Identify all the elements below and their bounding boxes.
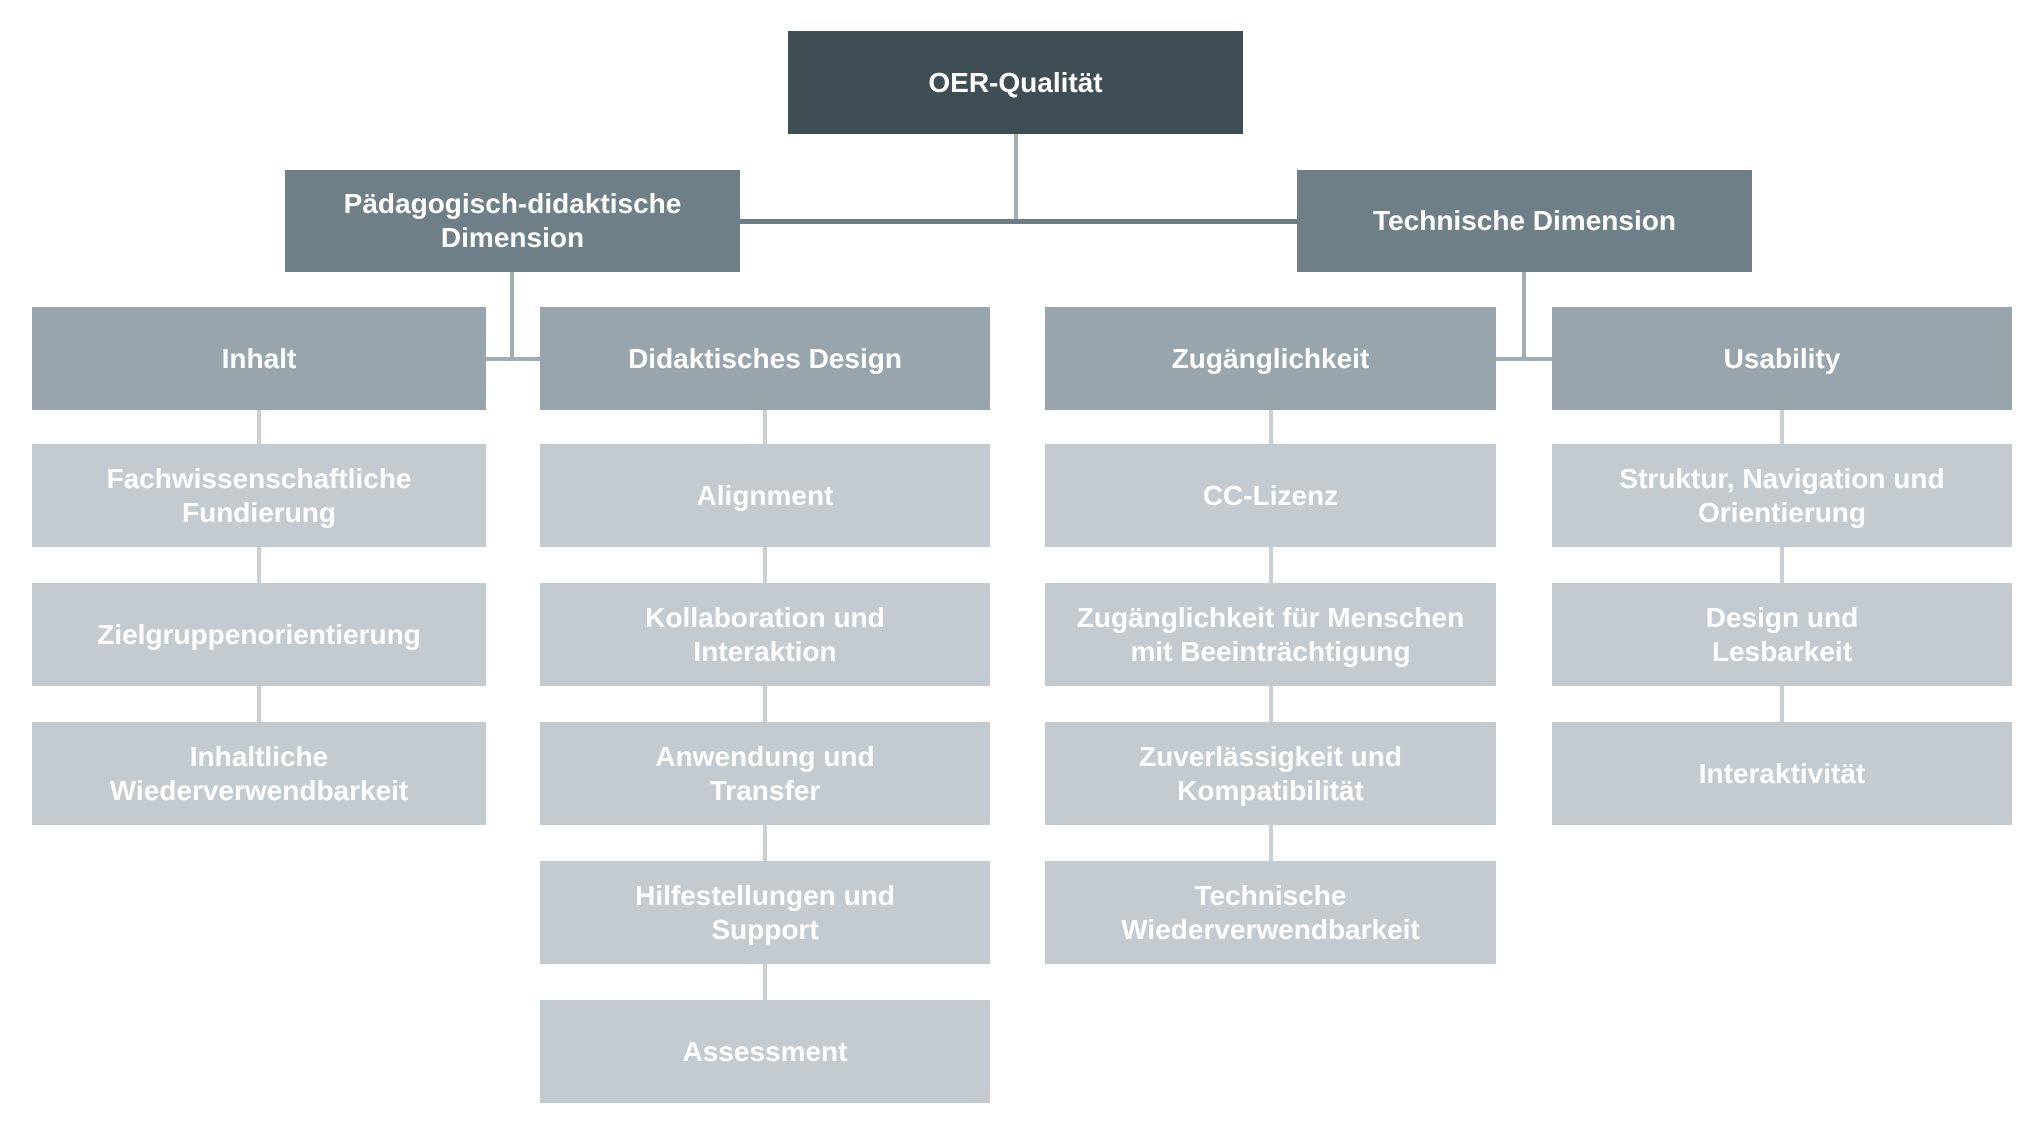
node-technische-dimension: Technische Dimension <box>1297 170 1752 272</box>
node-hilfestellungen-und-support: Hilfestellungen und Support <box>540 861 990 964</box>
node-design-und-lesbarkeit: Design und Lesbarkeit <box>1552 583 2012 686</box>
connector-root-vertical <box>1014 134 1018 223</box>
connector-technische-vertical <box>1522 272 1526 361</box>
node-cc-lizenz: CC-Lizenz <box>1045 444 1496 547</box>
connector-column-inhalt <box>257 410 261 722</box>
node-zuverlaessigkeit-und-kompatibilitaet: Zuverlässigkeit und Kompatibilität <box>1045 722 1496 825</box>
node-interaktivitaet: Interaktivität <box>1552 722 2012 825</box>
connector-technische-horizontal <box>1496 357 1552 361</box>
node-oer-qualitaet: OER-Qualität <box>788 31 1243 134</box>
connector-root-horizontal <box>740 219 1297 224</box>
node-zugaenglichkeit-fuer-menschen: Zugänglichkeit für Menschen mit Beeinträ… <box>1045 583 1496 686</box>
node-fachwissenschaftliche-fundierung: Fachwissenschaftliche Fundierung <box>32 444 486 547</box>
connector-column-usability <box>1780 410 1784 722</box>
node-zielgruppenorientierung: Zielgruppenorientierung <box>32 583 486 686</box>
node-inhalt: Inhalt <box>32 307 486 410</box>
node-usability: Usability <box>1552 307 2012 410</box>
node-alignment: Alignment <box>540 444 990 547</box>
node-kollaboration-und-interaktion: Kollaboration und Interaktion <box>540 583 990 686</box>
node-technische-wiederverwendbarkeit: Technische Wiederverwendbarkeit <box>1045 861 1496 964</box>
node-paedagogisch-didaktische-dimension: Pädagogisch-didaktische Dimension <box>285 170 740 272</box>
node-zugaenglichkeit: Zugänglichkeit <box>1045 307 1496 410</box>
connector-paedagogisch-horizontal <box>483 357 540 361</box>
connector-column-didaktisches-design <box>763 410 767 1000</box>
connector-paedagogisch-vertical <box>510 272 514 361</box>
node-struktur-navigation-orientierung: Struktur, Navigation und Orientierung <box>1552 444 2012 547</box>
node-inhaltliche-wiederverwendbarkeit: Inhaltliche Wiederverwendbarkeit <box>32 722 486 825</box>
node-anwendung-und-transfer: Anwendung und Transfer <box>540 722 990 825</box>
node-didaktisches-design: Didaktisches Design <box>540 307 990 410</box>
node-assessment: Assessment <box>540 1000 990 1103</box>
